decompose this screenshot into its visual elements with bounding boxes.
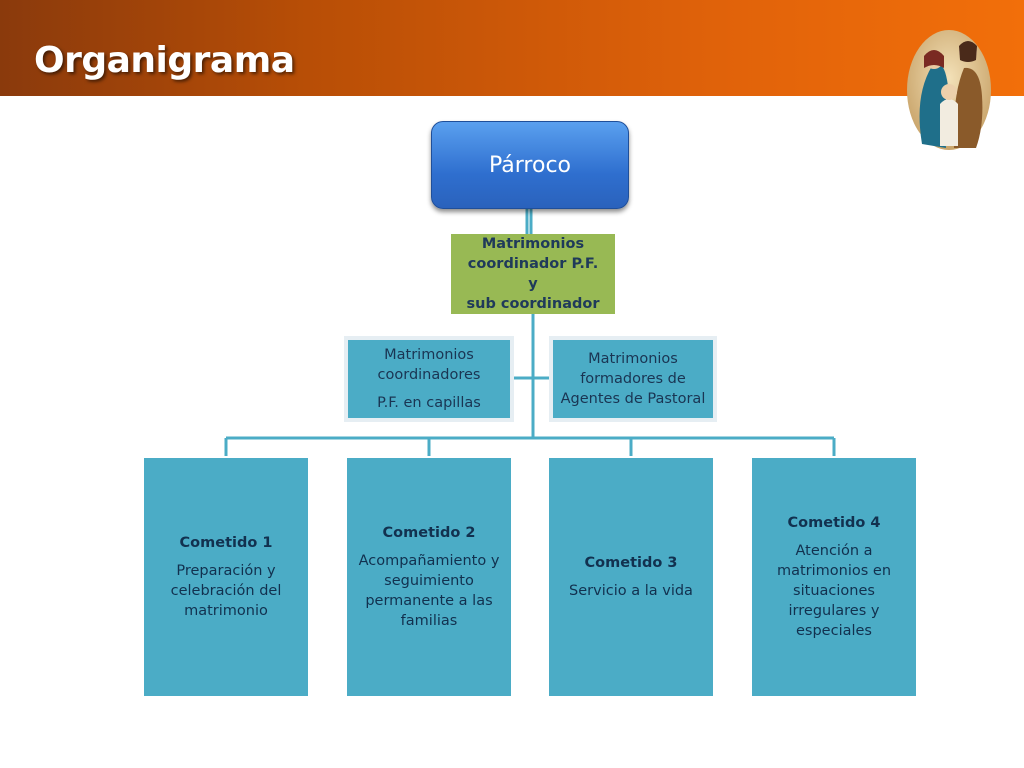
task-title: Cometido 3 [584, 555, 678, 571]
assistant-node-left: Matrimonios coordinadores P.F. en capill… [344, 336, 514, 422]
level2-line: Matrimonios [481, 236, 585, 252]
task-node-1: Cometido 1 Preparación y celebración del… [144, 458, 308, 696]
level2-line: sub coordinador [466, 296, 600, 312]
task-node-3: Cometido 3 Servicio a la vida [549, 458, 713, 696]
root-node-parroco: Párroco [431, 121, 629, 209]
level2-line: coordinador P.F. [467, 256, 599, 272]
assistant-left-line: P.F. en capillas [377, 395, 481, 411]
task-description: Servicio a la vida [569, 583, 693, 599]
assistant-left-line: Matrimonios [384, 347, 474, 363]
task-title: Cometido 1 [179, 535, 273, 551]
task-node-4: Cometido 4 Atención a matrimonios en sit… [752, 458, 916, 696]
assistant-node-right: Matrimonios formadores de Agentes de Pas… [549, 336, 717, 422]
assistant-right-line: Matrimonios [588, 351, 678, 367]
task-title: Cometido 2 [382, 525, 476, 541]
root-node-label: Párroco [489, 152, 571, 178]
task-description: Atención a matrimonios en situaciones ir… [776, 543, 892, 639]
header-bar [0, 0, 1024, 96]
level2-node: Matrimonios coordinador P.F. y sub coord… [451, 234, 615, 314]
assistant-left-line: coordinadores [377, 367, 481, 383]
task-description: Acompañamiento y seguimiento permanente … [358, 553, 500, 629]
level2-line: y [528, 276, 538, 292]
task-title: Cometido 4 [787, 515, 881, 531]
task-node-2: Cometido 2 Acompañamiento y seguimiento … [347, 458, 511, 696]
page-title: Organigrama [34, 40, 295, 81]
task-description: Preparación y celebración del matrimonio [170, 563, 282, 619]
holy-family-icon [907, 30, 991, 150]
assistant-right-line: Agentes de Pastoral [560, 391, 706, 407]
assistant-right-line: formadores de [580, 371, 686, 387]
